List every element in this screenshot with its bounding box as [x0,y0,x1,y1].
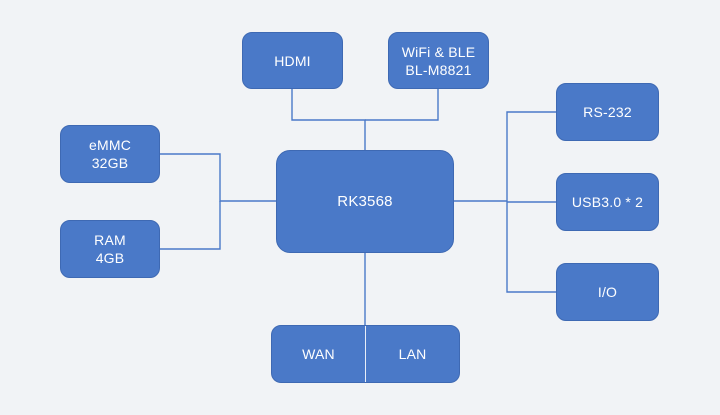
wan-port: WAN [272,326,365,382]
rs232-label: RS-232 [583,104,632,120]
ram-block: RAM 4GB [60,220,160,278]
emmc-block: eMMC 32GB [60,125,160,183]
network-block: WAN LAN [271,325,460,383]
usb-block: USB3.0 * 2 [556,173,659,231]
ram-capacity: 4GB [95,250,125,266]
io-block: I/O [556,263,659,321]
emmc-capacity: 32GB [91,155,129,171]
connector-emmc [160,153,276,202]
lan-port: LAN [366,326,459,382]
io-label: I/O [597,284,618,300]
hdmi-block: HDMI [242,32,343,89]
usb-label: USB3.0 * 2 [571,194,644,210]
ram-label: RAM [94,232,126,248]
connector-ram [160,201,221,250]
wifi-label: WiFi & BLE [401,43,476,60]
soc-label: RK3568 [337,192,393,210]
wifi-ble-block: WiFi & BLE BL-M8821 [388,32,489,89]
wan-label: WAN [302,346,335,362]
connector-wifi [365,89,439,121]
wifi-module-label: BL-M8821 [405,61,472,78]
network-divider [365,326,366,382]
rs232-block: RS-232 [556,83,659,141]
emmc-label: eMMC [88,137,132,153]
connector-hdmi [291,89,366,150]
soc-block: RK3568 [276,150,454,253]
lan-label: LAN [398,346,427,362]
hdmi-label: HDMI [274,52,311,69]
